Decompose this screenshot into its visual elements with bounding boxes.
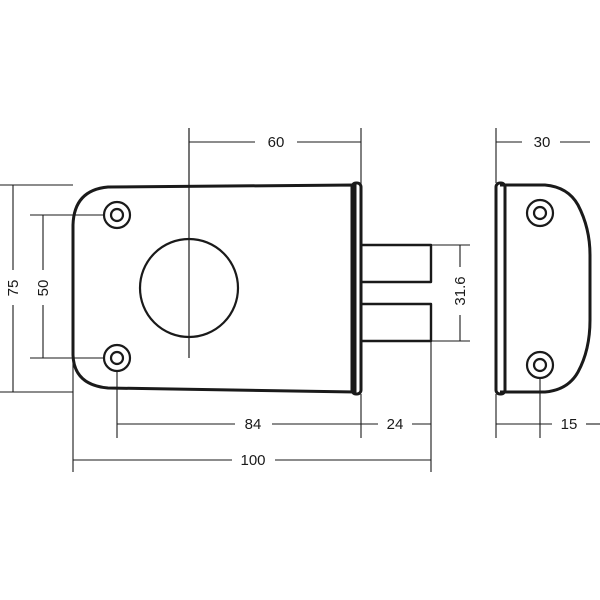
dim-side-15: 15 [561, 416, 578, 433]
screw-hole-bottom [102, 343, 132, 373]
dim-width-60: 60 [268, 134, 285, 151]
bolt-lower [359, 302, 433, 343]
side-screw-bottom [525, 350, 555, 380]
dim-bolts-31-6: 31.6 [452, 276, 469, 305]
dim-depth-30: 30 [534, 134, 551, 151]
side-view [494, 181, 592, 396]
screw-hole-top [102, 200, 132, 230]
dim-100: 100 [240, 452, 265, 469]
faceplate [350, 181, 363, 396]
front-view [71, 128, 433, 396]
bolt-upper [359, 243, 433, 284]
dim-height-75: 75 [5, 280, 22, 297]
front-dimensions: 60 75 50 31.6 84 24 100 [0, 128, 470, 472]
side-screw-top [525, 198, 555, 228]
dim-24: 24 [387, 416, 404, 433]
lock-body-outline [71, 183, 357, 394]
dim-84: 84 [245, 416, 262, 433]
side-dimensions: 30 15 [495, 128, 600, 438]
dim-holes-50: 50 [35, 280, 52, 297]
side-body-outline [500, 183, 592, 394]
side-faceplate [494, 181, 507, 396]
